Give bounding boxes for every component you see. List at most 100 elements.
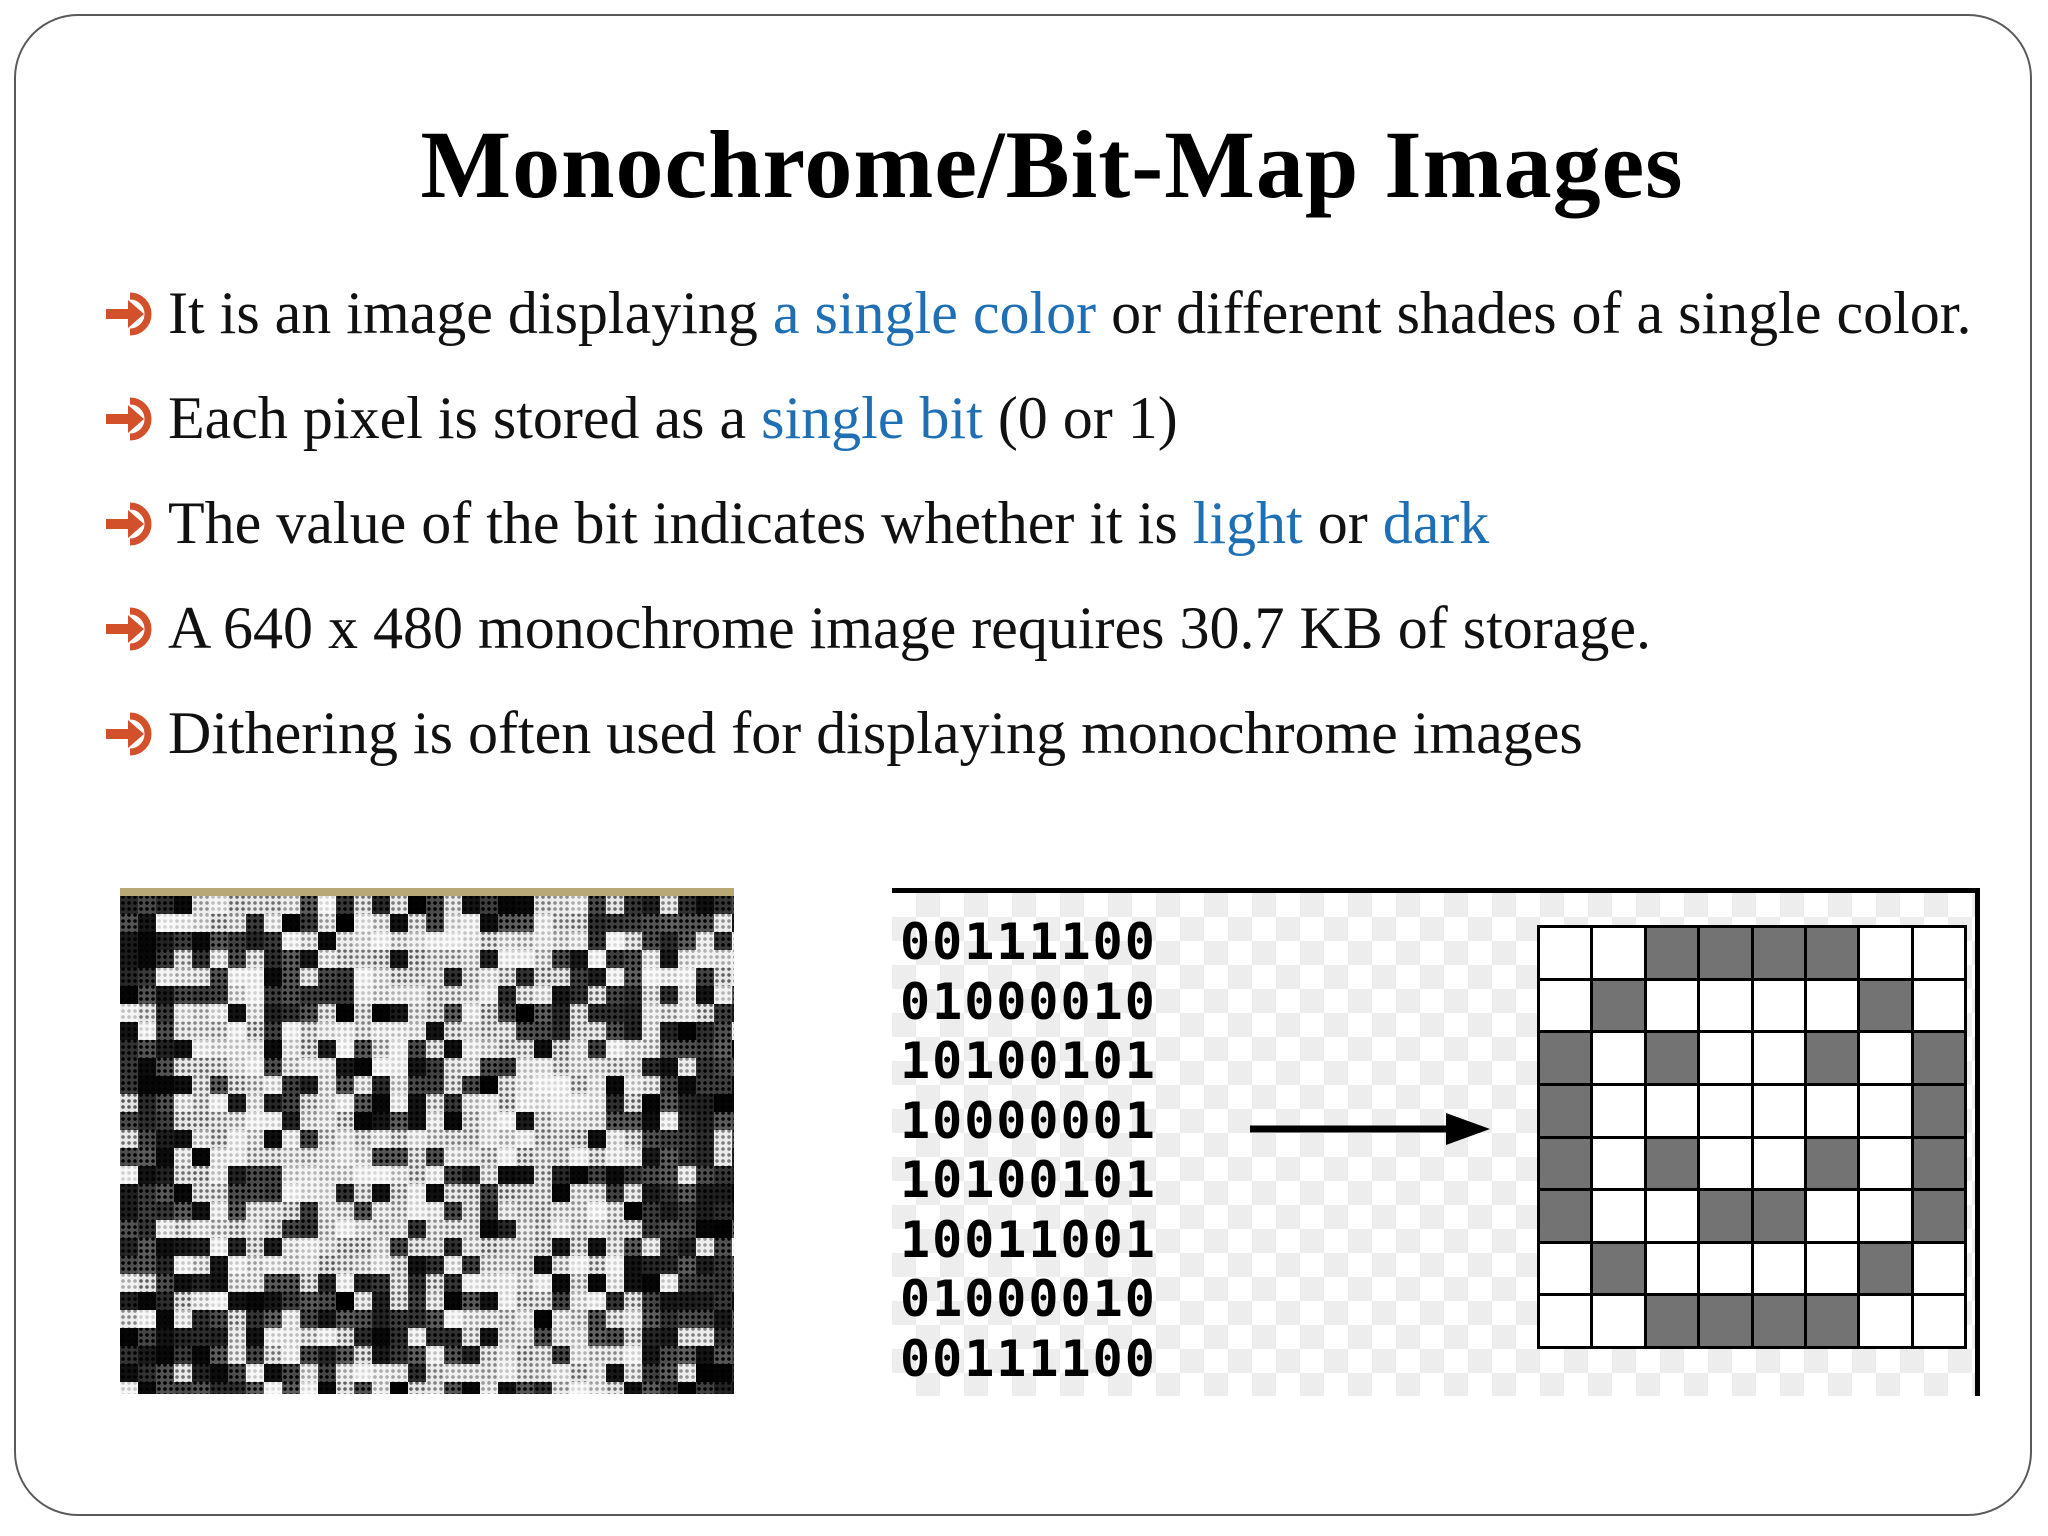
dither-block: [282, 1364, 300, 1382]
dither-block: [120, 1364, 138, 1382]
dither-block: [516, 896, 534, 914]
dither-block: [732, 1382, 734, 1394]
dither-block: [192, 1076, 210, 1094]
dither-block: [534, 1040, 552, 1058]
dither-block: [624, 1058, 642, 1076]
dither-block: [264, 1076, 282, 1094]
dither-block: [390, 1058, 408, 1076]
dither-block: [426, 1166, 444, 1184]
dither-block: [192, 1292, 210, 1310]
dither-block: [336, 1274, 354, 1292]
dither-block: [156, 1166, 174, 1184]
dither-block: [336, 968, 354, 986]
dither-block: [408, 1256, 426, 1274]
dither-block: [624, 1382, 642, 1394]
dither-block: [210, 1364, 228, 1382]
pixel-off: [1593, 1191, 1644, 1241]
dither-block: [174, 1130, 192, 1148]
dither-block: [264, 1274, 282, 1292]
dither-block: [444, 1004, 462, 1022]
dither-block: [732, 1274, 734, 1292]
dither-block: [354, 1202, 372, 1220]
dither-block: [732, 1346, 734, 1364]
dither-block: [192, 1022, 210, 1040]
dither-block: [534, 932, 552, 950]
dither-block: [588, 1238, 606, 1256]
dither-block: [228, 1292, 246, 1310]
dither-block: [228, 1202, 246, 1220]
dither-block: [354, 1094, 372, 1112]
dither-block: [588, 1076, 606, 1094]
dither-block: [552, 1094, 570, 1112]
dither-block: [354, 1328, 372, 1346]
dither-block: [174, 1166, 192, 1184]
dither-block: [120, 1382, 138, 1394]
dither-block: [138, 986, 156, 1004]
dither-block: [642, 896, 660, 914]
dither-block: [606, 1040, 624, 1058]
dither-block: [354, 1040, 372, 1058]
dither-block: [192, 1040, 210, 1058]
binary-row: 00111100: [900, 1329, 1157, 1388]
dither-block: [354, 1184, 372, 1202]
dither-block: [318, 896, 336, 914]
dither-block: [174, 1058, 192, 1076]
dither-block: [192, 1184, 210, 1202]
dither-block: [192, 950, 210, 968]
dither-block: [264, 1328, 282, 1346]
dither-block: [696, 1166, 714, 1184]
pixel-off: [1860, 1033, 1911, 1083]
dither-block: [138, 932, 156, 950]
dither-block: [444, 1130, 462, 1148]
dither-block: [228, 1058, 246, 1076]
dither-block: [516, 1328, 534, 1346]
dither-block: [642, 914, 660, 932]
dither-block: [480, 1076, 498, 1094]
dither-block: [372, 1058, 390, 1076]
dither-block: [660, 1184, 678, 1202]
dither-block: [462, 1094, 480, 1112]
dither-block: [336, 1382, 354, 1394]
pixel-off: [1753, 980, 1804, 1031]
dither-block: [138, 1292, 156, 1310]
dither-block: [228, 986, 246, 1004]
dither-block: [552, 968, 570, 986]
dither-block: [606, 1292, 624, 1310]
dither-block: [426, 1094, 444, 1112]
dither-block: [246, 1346, 264, 1364]
dither-block: [354, 1022, 372, 1040]
dither-block: [120, 1166, 138, 1184]
pixel-off: [1700, 1085, 1751, 1136]
dither-block: [156, 1076, 174, 1094]
dither-block: [444, 896, 462, 914]
dither-block: [498, 1220, 516, 1238]
dither-block: [300, 1310, 318, 1328]
dither-block: [264, 1310, 282, 1328]
dither-block: [732, 986, 734, 1004]
binary-row: 00111100: [900, 913, 1157, 971]
dither-block: [282, 932, 300, 950]
dither-block: [660, 1148, 678, 1166]
dither-block: [624, 1202, 642, 1220]
dither-block: [678, 1292, 696, 1310]
dither-block: [390, 1274, 408, 1292]
pixel-off: [1593, 1033, 1644, 1083]
dither-block: [462, 1022, 480, 1040]
dither-block: [732, 1040, 734, 1058]
dither-block: [516, 968, 534, 986]
dither-block: [282, 1256, 300, 1274]
dither-block: [480, 1364, 498, 1382]
dither-block: [174, 950, 192, 968]
dither-block: [480, 1112, 498, 1130]
dither-block: [210, 1202, 228, 1220]
dither-block: [174, 932, 192, 950]
dither-block: [588, 914, 606, 932]
dither-block: [336, 1094, 354, 1112]
dither-block: [390, 950, 408, 968]
dither-block: [426, 1040, 444, 1058]
bullet-list: It is an image displaying a single color…: [104, 270, 2004, 795]
dither-block: [714, 950, 732, 968]
dither-block: [516, 1310, 534, 1328]
pixel-on: [1540, 1138, 1591, 1189]
dither-block: [408, 1382, 426, 1394]
